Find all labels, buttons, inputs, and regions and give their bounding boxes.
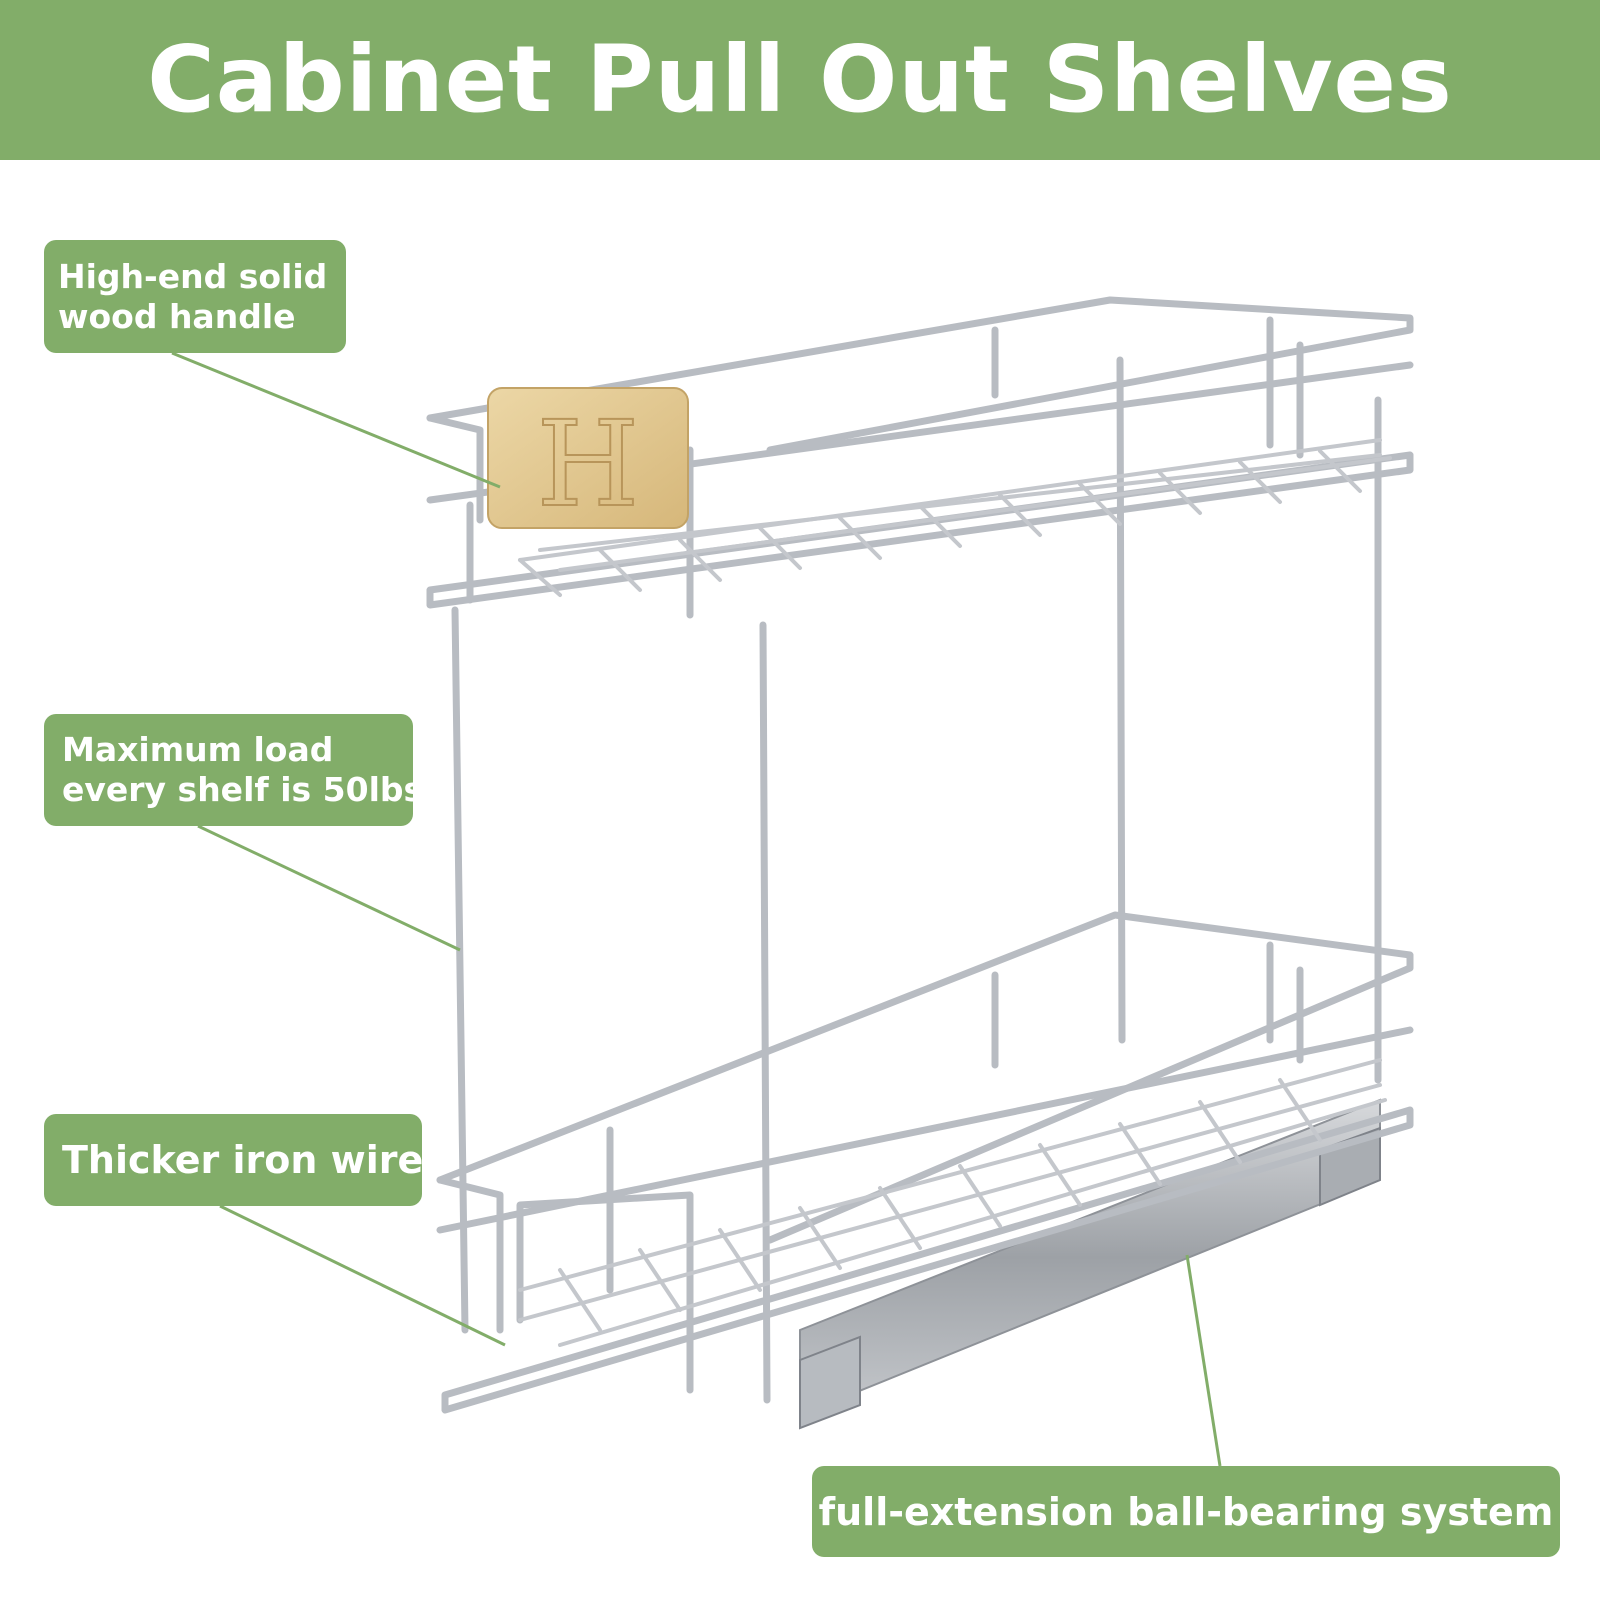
callout-maximum-load: Maximum load every shelf is 50lbs bbox=[44, 714, 424, 826]
wood-handle: H bbox=[487, 387, 689, 534]
leader-lines bbox=[171, 351, 1222, 1467]
post-back-middle bbox=[1116, 356, 1126, 1044]
slide-front-bracket bbox=[799, 1335, 861, 1430]
top-shelf-wires bbox=[518, 438, 1392, 597]
callout-wood-handle-line2: wood handle bbox=[58, 296, 296, 336]
post-front-right bbox=[759, 621, 771, 1404]
callout-iron-wire-text: Thicker iron wire bbox=[62, 1138, 424, 1182]
post-front-left bbox=[451, 606, 469, 1334]
handle-logo: H bbox=[537, 395, 640, 533]
callout-maximum-load-line1: Maximum load bbox=[62, 730, 334, 769]
callout-ball-bearing: full-extension ball-bearing system bbox=[812, 1466, 1560, 1557]
title-banner: Cabinet Pull Out Shelves bbox=[0, 0, 1600, 160]
bottom-shelf-wires bbox=[518, 1058, 1387, 1347]
leader-line-wire bbox=[219, 1204, 506, 1347]
page-title: Cabinet Pull Out Shelves bbox=[147, 26, 1453, 133]
callout-wood-handle: High-end solid wood handle bbox=[44, 240, 346, 353]
leader-line-handle bbox=[171, 351, 501, 489]
leader-line-slide bbox=[1185, 1254, 1222, 1467]
leader-line-load bbox=[197, 824, 461, 952]
callout-iron-wire: Thicker iron wire bbox=[44, 1114, 424, 1206]
callout-ball-bearing-text: full-extension ball-bearing system bbox=[818, 1489, 1554, 1534]
callout-wood-handle-line1: High-end solid bbox=[58, 256, 328, 296]
callout-maximum-load-line2: every shelf is 50lbs bbox=[62, 770, 424, 809]
bottom-shelf bbox=[436, 911, 1414, 1414]
